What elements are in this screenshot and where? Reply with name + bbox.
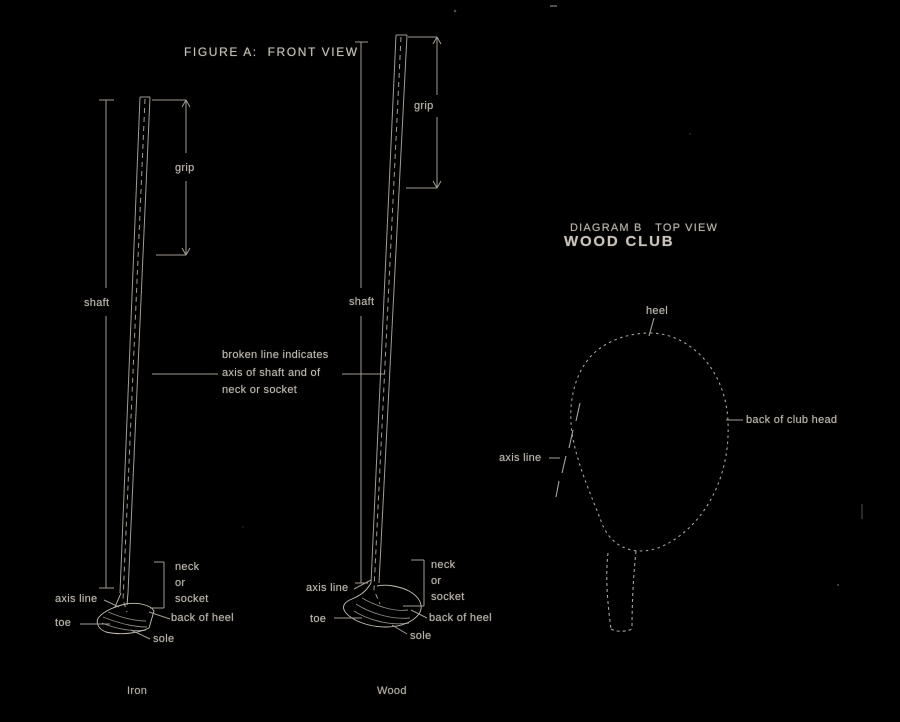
iron-neck-dimension-bracket [150, 561, 165, 609]
wood-toe-label: toe [310, 613, 327, 625]
iron-grip-label: grip [175, 162, 195, 174]
wood-neck-or-socket-label: neck or socket [431, 559, 465, 603]
iron-neck-or-socket-label: neck or socket [175, 561, 209, 605]
wood-shaft-label: shaft [349, 296, 375, 308]
iron-front-view-drawing [80, 96, 385, 640]
iron-grip-dimension-bracket [152, 99, 191, 256]
wood-axis-line-label: axis line [306, 582, 349, 594]
iron-sole-label: sole [153, 633, 175, 645]
wood-sole-label: sole [410, 630, 432, 642]
plan-head-outline [570, 332, 729, 552]
wood-neck-dimension-bracket [403, 559, 425, 607]
plan-axis-dashed-line [555, 402, 581, 498]
axis-note-text: broken line indicates axis of shaft and … [222, 349, 329, 396]
wood-shaft-dimension-line [355, 41, 368, 584]
iron-shaft-axis-dashed-line [122, 98, 146, 613]
plan-neck-lines [606, 550, 637, 632]
iron-head-sketch [96, 592, 155, 635]
iron-caption: Iron [127, 685, 148, 697]
iron-label-leaders [80, 599, 171, 640]
plan-back-of-club-head-label: back of club head [746, 414, 838, 426]
plan-label-leaders [549, 317, 743, 459]
wood-head-sketch [343, 582, 422, 628]
iron-back-of-heel-label: back of heel [171, 612, 234, 624]
iron-axis-line-label: axis line [55, 593, 98, 605]
iron-shaft-outline [119, 96, 151, 594]
plan-view-title-line2: WOOD CLUB [564, 233, 675, 250]
figure-front-title: FIGURE A: FRONT VIEW [184, 45, 359, 59]
wood-front-view-drawing [334, 34, 442, 635]
plan-heel-label: heel [646, 305, 668, 317]
iron-shaft-label: shaft [84, 297, 110, 309]
wood-grip-dimension-bracket [406, 36, 442, 189]
wood-caption: Wood [377, 685, 407, 697]
plan-view-drawing [549, 317, 743, 632]
wood-label-leaders [334, 579, 428, 635]
wood-shaft-outline [370, 34, 408, 584]
scan-specks [242, 5, 839, 586]
plan-view-title-line1: DIAGRAM B TOP VIEW [570, 222, 719, 234]
iron-toe-label: toe [55, 617, 72, 629]
wood-grip-label: grip [414, 100, 434, 112]
iron-shaft-dimension-line [99, 99, 114, 589]
plan-axis-line-label: axis line [499, 452, 542, 464]
wood-shaft-axis-dashed-line [373, 36, 402, 605]
wood-back-of-heel-label: back of heel [429, 612, 492, 624]
